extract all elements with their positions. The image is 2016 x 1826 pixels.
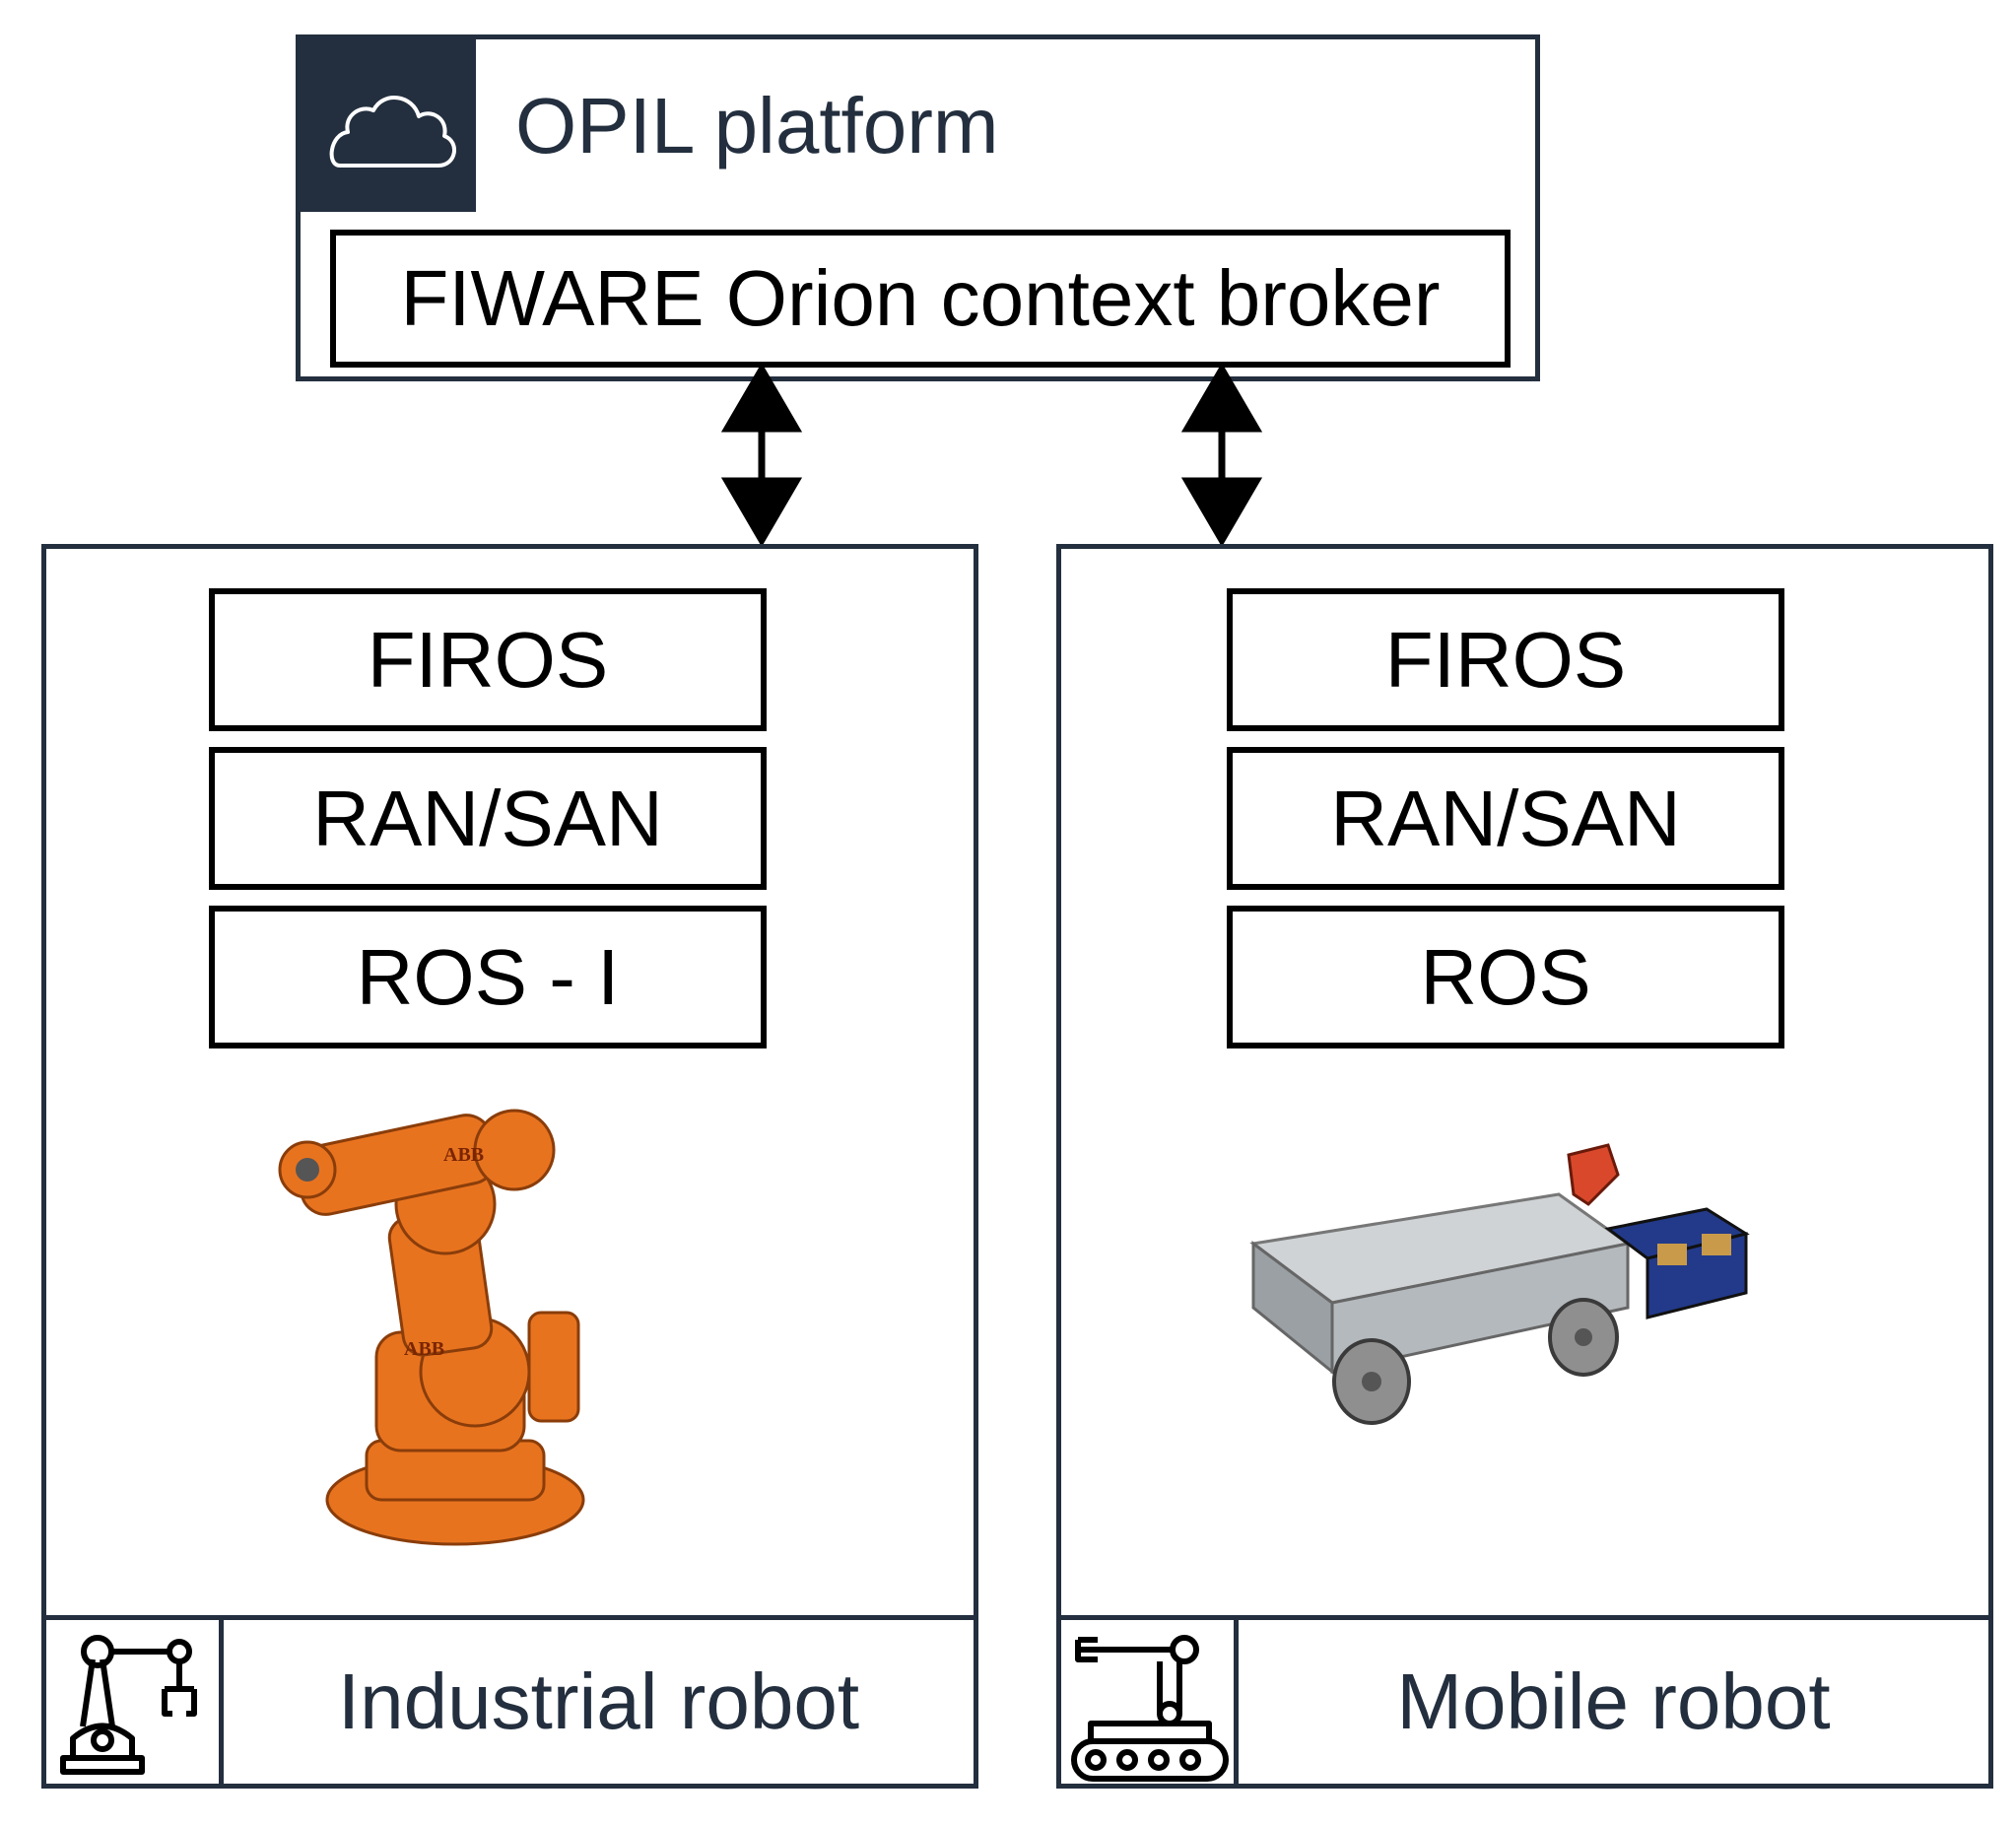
mobile-robot-panel: FIROS RAN/SAN ROS <box>1056 544 1993 1789</box>
cloud-icon <box>329 96 456 168</box>
mobile-icon-divider <box>1234 1615 1239 1784</box>
platform-title: OPIL platform <box>515 81 999 169</box>
mobile-footer-divider <box>1061 1615 1988 1620</box>
abb-robot-arm-image: ABB ABB <box>278 1109 585 1546</box>
industrial-stack-layer-1: FIROS <box>209 588 767 731</box>
robot-arm-icon <box>60 1635 197 1775</box>
mobile-robot-label: Mobile robot <box>1396 1657 1831 1745</box>
mobile-stack-layer-3: ROS <box>1227 906 1784 1048</box>
platform-icon-tile <box>301 39 476 212</box>
double-arrow-left <box>720 363 803 547</box>
industrial-footer-divider <box>46 1615 974 1620</box>
opil-platform-box: OPIL platform FIWARE Orion context broke… <box>296 34 1540 381</box>
broker-label: FIWARE Orion context broker <box>400 254 1441 342</box>
mobile-stack-layer-1: FIROS <box>1227 588 1784 731</box>
mobile-platform-image <box>1249 1143 1750 1425</box>
broker-box: FIWARE Orion context broker <box>330 230 1511 368</box>
svg-text:ABB: ABB <box>443 1144 484 1166</box>
industrial-robot-panel: FIROS RAN/SAN ROS - I ABB ABB <box>41 544 978 1789</box>
tracked-robot-icon <box>1071 1635 1229 1782</box>
industrial-icon-divider <box>219 1615 224 1784</box>
double-arrow-right <box>1180 363 1263 547</box>
industrial-stack-layer-3: ROS - I <box>209 906 767 1048</box>
industrial-stack-layer-2: RAN/SAN <box>209 747 767 890</box>
mobile-stack-layer-2: RAN/SAN <box>1227 747 1784 890</box>
svg-text:ABB: ABB <box>404 1338 444 1360</box>
industrial-robot-label: Industrial robot <box>337 1657 860 1745</box>
